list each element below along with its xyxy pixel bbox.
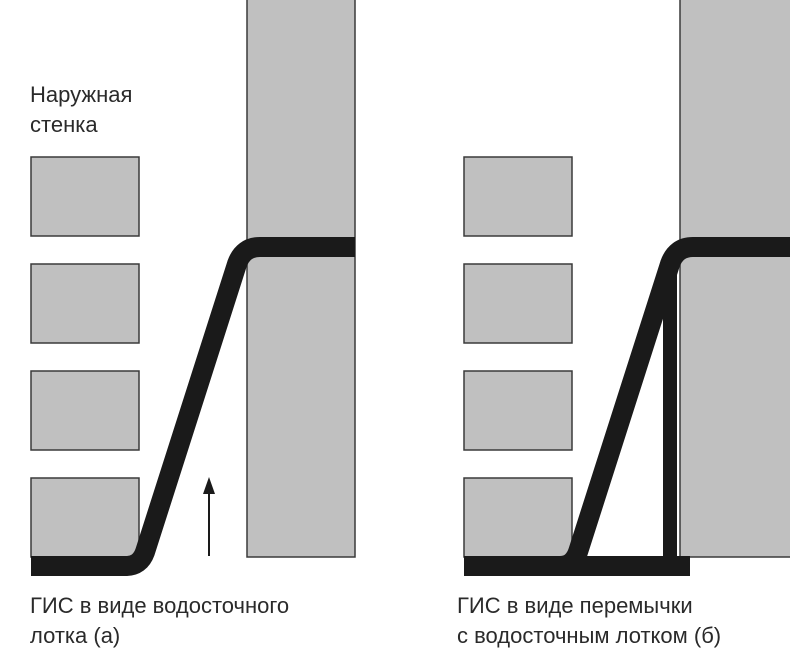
diagram-a — [30, 0, 356, 576]
caption-b-line: ГИС в виде перемычки — [457, 593, 693, 618]
caption-a-line: лотка (а) — [30, 623, 121, 648]
outer-wall-label: Наружная стенка — [30, 80, 132, 140]
outer-wall-block — [463, 263, 573, 344]
air-flow-arrow-icon — [203, 477, 215, 556]
membrane-gutter — [31, 237, 355, 576]
caption-a-line: ГИС в виде водосточного — [30, 593, 290, 618]
outer-wall-block — [30, 370, 140, 451]
outer-wall-label-line: Наружная — [30, 82, 133, 107]
outer-wall-block — [30, 156, 140, 237]
outer-wall-block — [463, 477, 573, 558]
inner-wall — [679, 0, 790, 558]
caption-a: ГИС в виде водосточного лотка (а) — [30, 591, 289, 651]
outer-wall-label-line: стенка — [30, 112, 98, 137]
outer-wall-block — [30, 477, 140, 558]
inner-wall — [246, 0, 356, 558]
diagram-b — [463, 0, 790, 576]
outer-wall-block — [463, 370, 573, 451]
caption-b-line: с водосточным лотком (б) — [457, 623, 722, 648]
outer-wall-block — [463, 156, 573, 237]
outer-wall-block — [30, 263, 140, 344]
caption-b: ГИС в виде перемычки с водосточным лотко… — [457, 591, 721, 651]
